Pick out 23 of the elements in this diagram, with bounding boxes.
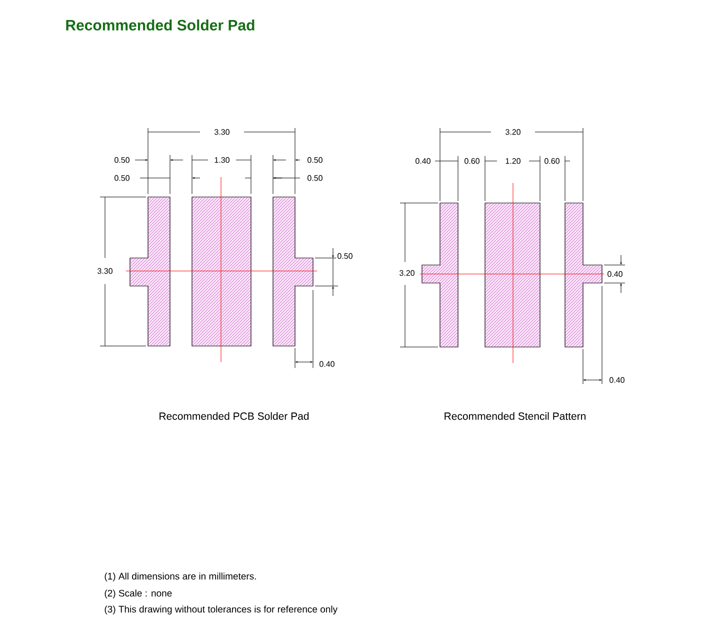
dimension-label: 0.50 (308, 157, 322, 163)
dimension-label: 0.40 (320, 361, 334, 367)
note-text: (2) Scale : none (104, 590, 172, 598)
dimension-label: 1.30 (214, 157, 230, 163)
title: Recommended Solder Pad (66, 20, 254, 30)
note-text: (1) All dimensions are in millimeters. (104, 572, 256, 582)
dimension-label: 0.50 (114, 157, 130, 163)
drawing-caption: Recommended PCB Solder Pad (160, 412, 309, 420)
note-text: (3) This drawing without tolerances is for reference only (104, 606, 338, 614)
drawing-caption: Recommended Stencil Pattern (444, 412, 586, 420)
dimension-label: 0.40 (416, 158, 430, 164)
dimension-label: 0.40 (608, 271, 622, 277)
dimension-label: 0.50 (114, 175, 130, 181)
dimension-label: 1.20 (506, 158, 520, 164)
dimension-label: 0.60 (464, 158, 480, 164)
dimension-label: 3.30 (214, 129, 230, 135)
dimension-label: 3.20 (506, 129, 520, 135)
dimension-label: 0.50 (338, 253, 352, 259)
dimension-label: 0.50 (308, 175, 322, 181)
dimension-label: 3.30 (98, 268, 112, 274)
dimension-label: 0.40 (610, 377, 624, 383)
dimension-label: 3.20 (400, 270, 414, 276)
dimension-label: 0.60 (544, 158, 560, 164)
